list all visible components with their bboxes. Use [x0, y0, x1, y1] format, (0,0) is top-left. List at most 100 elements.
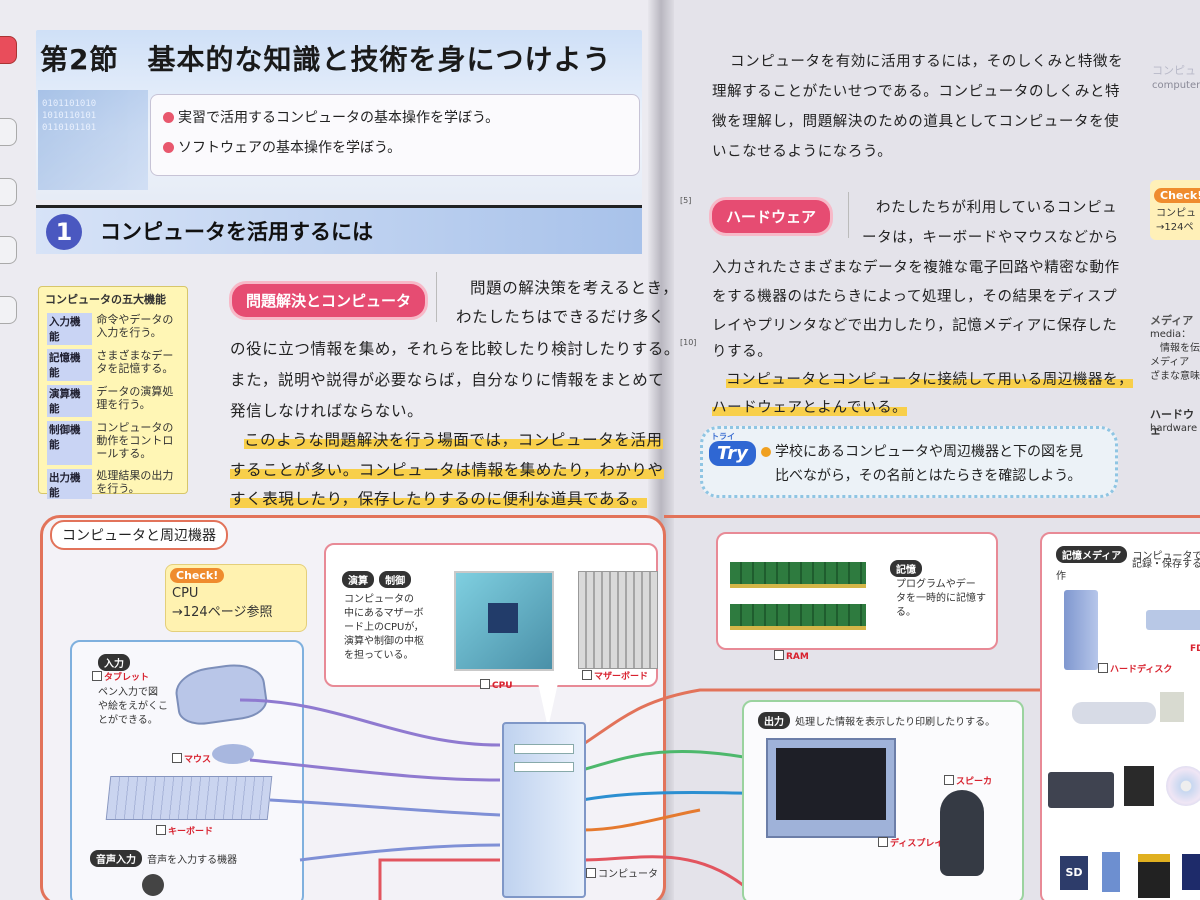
hard-disk-image	[1064, 590, 1098, 670]
problem-solving-pill: 問題解決とコンピュータ	[232, 284, 426, 317]
function-item: 入力機能命令やデータの入力を行う。	[47, 313, 174, 345]
fd-label: FD	[1190, 644, 1200, 654]
memory-panel: RAM 記憶 プログラムやデータを一時的に記憶する。	[716, 532, 998, 662]
computer-label: コンピュータ	[586, 868, 658, 882]
try-text: 比べながら，その名前とはたらきを確認しよう。	[775, 468, 1082, 484]
callout-pointer	[538, 683, 558, 728]
hardware-line: りする。	[712, 344, 773, 360]
calc-description: コンピュータの中にあるマザーボード上のCPUが，演算や制御の中枢を担っている。	[344, 594, 424, 661]
five-functions-box: コンピュータの五大機能 入力機能命令やデータの入力を行う。 記憶機能さまざまなデ…	[38, 286, 188, 499]
heading-band	[36, 205, 642, 254]
try-text: 学校にあるコンピュータや周辺機器と下の図を見	[775, 444, 1083, 460]
motherboard-image	[578, 571, 658, 669]
bullet-dot-icon	[761, 447, 771, 457]
paragraph-line: 発信しなければならない。	[230, 402, 424, 420]
memory-card-image	[1124, 766, 1154, 806]
goal-item: ソフトウェアの基本操作を学ぼう。	[163, 137, 401, 157]
paragraph-line: このような問題解決を行う場面では，コンピュータを活用	[244, 431, 663, 449]
paragraph-line: わたしたちはできるだけ多く	[456, 308, 665, 326]
ram-module-image	[730, 562, 866, 588]
goal-item: 実習で活用するコンピュータの基本操作を学ぼう。	[163, 107, 499, 127]
display-image	[766, 738, 896, 838]
memory-tag: 記憶	[890, 560, 922, 577]
microphone-image	[142, 874, 164, 896]
bullet-dot-icon	[163, 112, 174, 123]
margin-note-text: computer	[1152, 80, 1200, 91]
hardware-line: 入力されたさまざまなデータを複雑な電子回路や精密な動作	[712, 260, 1120, 276]
storage-tag: 記憶メディア	[1056, 546, 1128, 563]
function-item: 出力機能処理結果の出力を行う。	[47, 469, 174, 499]
margin-media-text: media： 情報を伝メディアざまな意味	[1150, 329, 1200, 382]
try-box: トライ Try 学校にあるコンピュータや周辺機器と下の図を見 比べながら，その名…	[700, 426, 1118, 498]
page-tab	[0, 118, 17, 146]
margin-note-title: コンピュ	[1152, 64, 1196, 77]
tablet-label: タブレット	[92, 670, 149, 683]
hardware-line: レイやプリンタなどで出力したり，記憶メディアに保存した	[712, 318, 1118, 334]
hardware-line: ハードウェアとよんでいる。	[712, 400, 908, 416]
divider	[848, 192, 849, 238]
heading-title: コンピュータを活用するには	[100, 220, 373, 244]
calc-control-panel: 演算 制御 コンピュータの中にあるマザーボード上のCPUが，演算や制御の中枢を担…	[324, 543, 658, 691]
intro-line: 徴を理解し，問題解決のための道具としてコンピュータを使	[712, 114, 1120, 130]
sd-card-image: SD	[1060, 856, 1088, 890]
try-badge: Try	[709, 441, 756, 466]
line-number: [5]	[680, 196, 692, 205]
floppy-image	[1160, 692, 1184, 722]
hardware-pill: ハードウェア	[712, 200, 831, 233]
function-item: 記憶機能さまざまなデータを記憶する。	[47, 349, 174, 381]
page-tab	[0, 296, 17, 324]
mouse-image	[212, 744, 254, 764]
cpu-label: CPU	[480, 679, 513, 691]
output-description: 処理した情報を表示したり印刷したりする。	[795, 717, 996, 728]
check-box-cpu: Check! CPU →124ページ参照	[165, 564, 307, 632]
margin-media-title: メディア	[1150, 314, 1194, 327]
speaker-image	[940, 790, 984, 876]
ram-label: RAM	[774, 650, 809, 662]
diagram-continuation	[664, 515, 1200, 900]
paragraph-line: の役に立つ情報を集め，それらを比較したり検討したりする。	[230, 340, 681, 358]
output-panel: 出力 処理した情報を表示したり印刷したりする。 ディスプレイ スピーカ	[742, 700, 1024, 900]
optical-drive-image	[1072, 702, 1156, 724]
output-tag: 出力	[758, 712, 790, 729]
goals-box: 実習で活用するコンピュータの基本操作を学ぼう。 ソフトウェアの基本操作を学ぼう。	[150, 94, 640, 176]
intro-line: コンピュータを有効に活用するには，そのしくみと特徴を	[730, 54, 1124, 70]
voice-input-description: 音声を入力する機器	[147, 855, 238, 866]
usb-memory-image	[1102, 852, 1120, 892]
paragraph-line: 問題の解決策を考えるとき，	[470, 279, 679, 297]
hardware-line: わたしたちが利用しているコンピュ	[876, 200, 1118, 216]
section-title: 第2節 基本的な知識と技術を身につけよう	[40, 43, 612, 76]
hardware-line: ータは，キーボードやマウスなどから	[862, 230, 1119, 246]
line-number: [10]	[680, 338, 697, 347]
function-item: 制御機能コンピュータの動作をコントロールする。	[39, 419, 187, 467]
ram-module-image	[730, 604, 866, 630]
divider	[436, 272, 437, 322]
bullet-dot-icon	[163, 142, 174, 153]
input-panel: 入力 タブレット ペン入力で図や絵をえがくことができる。 マウス キーボード 音…	[70, 640, 304, 900]
page-tab	[0, 178, 17, 206]
memory-description: プログラムやデータを一時的に記憶する。	[896, 579, 986, 618]
external-drive-image	[1048, 772, 1114, 808]
page-tab-marker	[0, 36, 17, 64]
function-item: 演算機能データの演算処理を行う。	[47, 385, 174, 417]
motherboard-label: マザーボード	[582, 669, 648, 682]
cd-image	[1166, 766, 1200, 806]
display-label: ディスプレイ	[878, 836, 943, 849]
input-tag: 入力	[98, 654, 130, 671]
intro-line: いこなせるようになろう。	[712, 144, 893, 160]
paragraph-line: また，説明や説得が必要ならば，自分なりに情報をまとめて	[230, 371, 665, 389]
hard-disk-label: ハードディスク	[1098, 662, 1172, 675]
keyboard-label: キーボード	[156, 824, 213, 837]
voice-input-tag: 音声入力	[90, 850, 142, 867]
margin-check-box: Check! コンピュ →124ペ	[1150, 180, 1200, 240]
speaker-label: スピーカ	[944, 774, 992, 787]
paragraph-line: すく表現したり，保存したりするのに便利な道具である。	[230, 490, 648, 508]
cpu-image	[454, 571, 554, 671]
heading-number: 1	[46, 214, 82, 250]
margin-hardware-title: ハードウェ	[1150, 408, 1194, 437]
try-ruby: トライ	[711, 432, 735, 441]
drive-image	[1146, 610, 1200, 630]
memory-stick-image	[1182, 854, 1200, 890]
hardware-line: をする機器のはたらきによって処理し，その結果をディスプ	[712, 289, 1118, 305]
